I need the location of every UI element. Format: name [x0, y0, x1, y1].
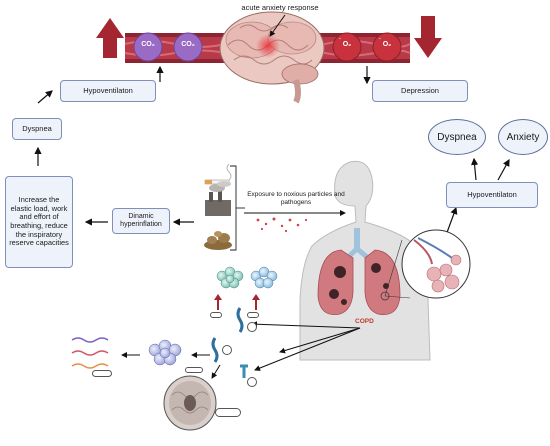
acute-anxiety-label: acute anxiety response [241, 3, 319, 12]
anxiety-oval: Anxiety [498, 119, 548, 155]
pill-label-1 [210, 312, 222, 318]
o2-charge-2: - [379, 36, 381, 42]
dust-icon [204, 231, 232, 250]
pill-label-8 [215, 408, 241, 417]
o2-label-2: O₂ [382, 41, 392, 48]
down-arrow-icon [414, 16, 442, 58]
dyspnea-right-oval: Dyspnea [428, 119, 486, 155]
body-silhouette-icon [299, 160, 431, 361]
co2-label-2: CO₂ [181, 41, 195, 48]
pill-label-2 [247, 312, 259, 318]
depression-box: Depression [372, 80, 468, 102]
pill-label-3 [247, 322, 257, 332]
pathogen-particles-icon [256, 217, 308, 233]
o2-label-1: O₂ [342, 41, 352, 48]
exposure-label: Exposure to noxious particles and pathog… [247, 191, 345, 206]
co2-molecule-icon [133, 32, 203, 62]
mri-brain-icon [163, 375, 217, 431]
alveoli-icon [380, 229, 471, 301]
brain-icon [219, 11, 325, 104]
dynamic-hyperinflation-box: Dinamic hyperinflation [112, 208, 170, 234]
cell-cluster-icon [148, 266, 278, 366]
pill-label-6 [185, 367, 203, 373]
elastic-load-box: Increase the elastic load, work and effo… [5, 176, 73, 268]
cigarette-icon [204, 163, 232, 185]
hypoventilation-right-box: Hypoventilaton [446, 182, 538, 208]
hypoventilation-left-box: Hypoventilaton [60, 80, 156, 102]
o2-charge-1: - [339, 36, 341, 42]
factory-icon [205, 181, 231, 216]
up-arrow-icon [96, 18, 124, 58]
pill-label-4 [222, 345, 232, 355]
pill-label-7 [92, 370, 112, 377]
co2-label-1: CO₂ [141, 41, 155, 48]
dna-strand-icon [71, 337, 109, 369]
o2-molecule-icon [332, 32, 402, 62]
receptor-icon [211, 307, 248, 378]
dyspnea-left-box: Dyspnea [12, 118, 62, 140]
copd-label: COPD [355, 318, 374, 325]
pill-label-5 [247, 377, 257, 387]
